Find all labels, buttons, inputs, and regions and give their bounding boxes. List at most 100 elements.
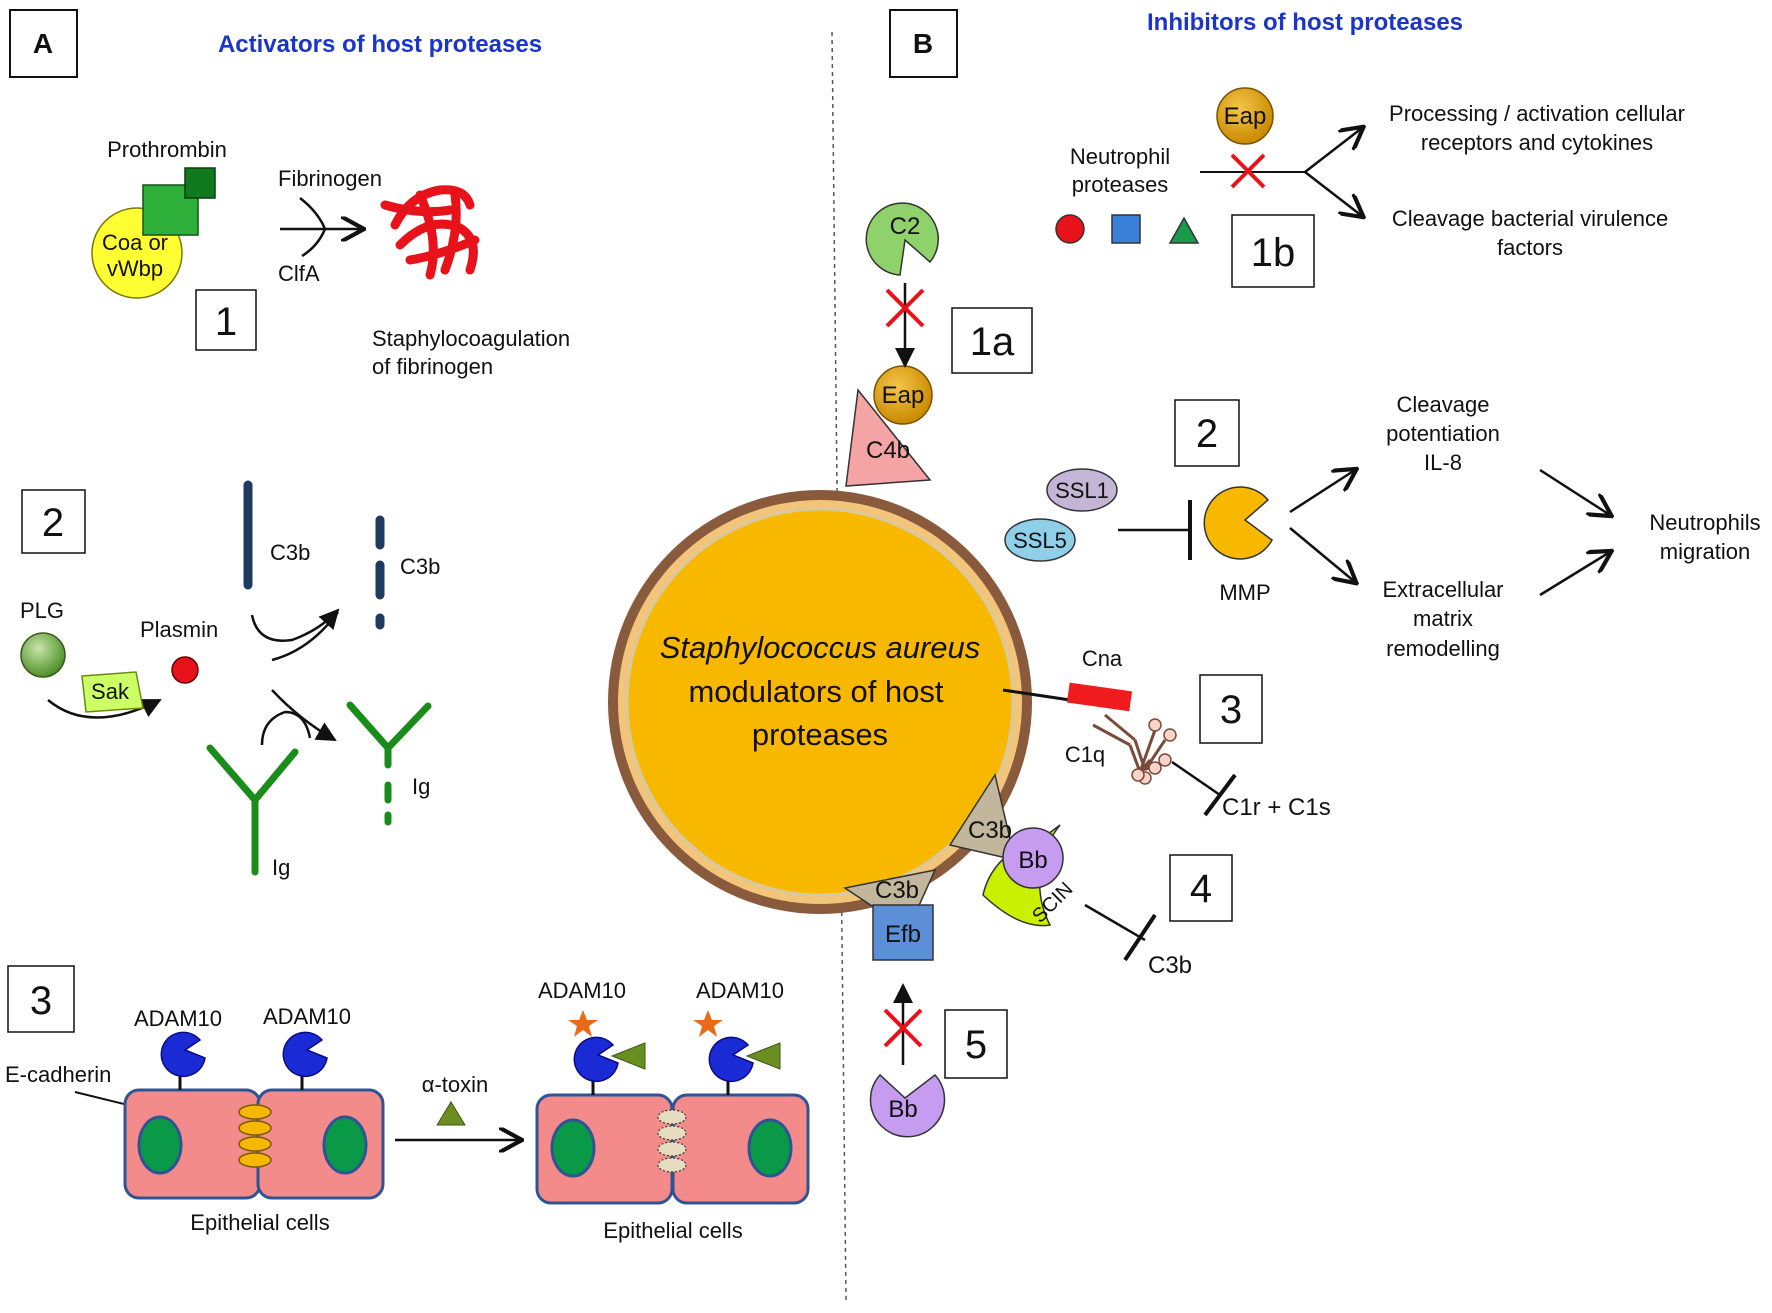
plg-activation-arrow xyxy=(47,698,162,719)
c3b-4-label: C3b xyxy=(968,817,1012,844)
b1a-eap-c2: C4b Eap C2 1a xyxy=(845,202,1033,487)
cna-label: Cna xyxy=(1082,646,1123,671)
bacterium-line2: modulators of host xyxy=(688,674,943,709)
b3-number-box xyxy=(1199,674,1263,744)
bacterium-body xyxy=(625,507,1015,897)
panel-b-letter: B xyxy=(913,28,933,59)
adam10-left-b xyxy=(282,1031,328,1090)
adam-left1-label: ADAM10 xyxy=(134,1006,222,1031)
panel-a-header: Activators of host proteases xyxy=(218,31,542,58)
protease-triangle xyxy=(1168,216,1200,244)
bb-4-circle xyxy=(1002,827,1064,889)
c1q-inhibit-line xyxy=(1171,760,1221,797)
mmp-arrow-up xyxy=(1289,470,1355,514)
b1a-number-box xyxy=(951,307,1033,374)
coa-label-line1: Coa or xyxy=(102,230,168,255)
nucleus-left-a xyxy=(137,1115,183,1175)
clfa-label: ClfA xyxy=(278,261,320,286)
panel-b-box xyxy=(889,9,958,78)
panel-a-box xyxy=(9,9,78,78)
b5-number-box xyxy=(944,1009,1008,1079)
b4-number-box xyxy=(1169,854,1233,922)
b1b-number: 1b xyxy=(1251,231,1296,275)
a2-number-box xyxy=(21,489,86,554)
c1q-molecule xyxy=(1092,713,1167,773)
cna-stalk xyxy=(1002,688,1071,702)
ecadherin-junction xyxy=(238,1104,272,1168)
panel-a: A Activators of host proteases Prothromb… xyxy=(5,9,810,1243)
ecm-line2: matrix xyxy=(1413,606,1473,631)
prothrombin-square-small xyxy=(184,167,216,199)
a1-number-box xyxy=(195,289,257,351)
coa-label-line2: vWbp xyxy=(107,256,163,281)
adam-right2-label: ADAM10 xyxy=(696,978,784,1003)
adam-right1-label: ADAM10 xyxy=(538,978,626,1003)
mmp-arrow-down xyxy=(1289,527,1355,582)
scin-inhibit-bar xyxy=(1123,913,1157,962)
b4-scin: C3b Bb SCIN 4 C3b xyxy=(948,773,1233,979)
ig-cleave-curve xyxy=(260,710,312,746)
ig-whole-label: Ig xyxy=(272,855,290,880)
efb-square xyxy=(872,904,934,961)
neutrophils-line2: migration xyxy=(1660,539,1750,564)
branch-down xyxy=(1304,171,1362,216)
b3-number: 3 xyxy=(1220,688,1242,732)
panel-b: B Inhibitors of host proteases Staphyloc… xyxy=(608,9,1761,1138)
fibrin-mesh xyxy=(380,185,480,280)
to-migration-arrow-top xyxy=(1539,468,1610,515)
a1-number: 1 xyxy=(215,300,237,344)
adam10-right-b xyxy=(693,1010,781,1095)
adam10-right-a xyxy=(568,1010,646,1095)
ssl1-ellipse xyxy=(1046,468,1118,512)
eap-block-cross xyxy=(1230,153,1266,189)
a3-number-box xyxy=(7,965,75,1033)
cleavage-line2: potentiation xyxy=(1386,421,1500,446)
cleavage-line1: Cleavage xyxy=(1397,392,1490,417)
coag-result-line1: Staphylocoagulation xyxy=(372,326,570,351)
outcome1-line1: Processing / activation cellular xyxy=(1389,101,1685,126)
neutrophils-line1: Neutrophils xyxy=(1649,510,1760,535)
c3b-4-target: C3b xyxy=(1148,952,1192,979)
bacterium: Staphylococcus aureus modulators of host… xyxy=(608,490,1032,914)
cna-bar xyxy=(1066,682,1133,712)
sak-shape xyxy=(81,671,144,713)
c3b-whole-label: C3b xyxy=(270,540,310,565)
a2-plasmin: 2 C3b C3b PLG Plasmin Sak xyxy=(20,480,440,880)
ecadherin-cleaved xyxy=(657,1109,687,1173)
a3-number: 3 xyxy=(30,979,52,1023)
b1b-neutrophil: Eap Neutrophil proteases 1b Processing /… xyxy=(1055,87,1685,288)
c3b-cleaved-label: C3b xyxy=(400,554,440,579)
ig-cleaved-label: Ig xyxy=(412,774,430,799)
c2-label: C2 xyxy=(890,213,921,240)
prothrombin-label: Prothrombin xyxy=(107,137,227,162)
b1b-number-box xyxy=(1231,214,1315,288)
c3b-4-triangle xyxy=(948,773,1017,862)
outcome1-line2: receptors and cytokines xyxy=(1421,130,1653,155)
c1r-c1s-label: C1r + C1s xyxy=(1222,794,1331,821)
plasmin-label: Plasmin xyxy=(140,617,218,642)
c4b-triangle xyxy=(845,388,932,487)
mmp-label: MMP xyxy=(1219,580,1270,605)
outcome2-line1: Cleavage bacterial virulence xyxy=(1392,206,1668,231)
ecm-line1: Extracellular xyxy=(1382,577,1503,602)
coag-curve-bottom xyxy=(301,228,327,258)
c3b-arrow-stem xyxy=(271,611,340,662)
neutrophil-label-2: proteases xyxy=(1072,172,1169,197)
coag-result-line2: of fibrinogen xyxy=(372,354,493,379)
plg-label: PLG xyxy=(20,598,64,623)
bb-5-label: Bb xyxy=(888,1096,917,1123)
cleavage-line3: IL-8 xyxy=(1424,450,1462,475)
bb-5-pacman xyxy=(869,1073,946,1138)
c4b-label: C4b xyxy=(866,437,910,464)
adam10-left-a xyxy=(160,1031,206,1090)
cells-right-label: Epithelial cells xyxy=(603,1218,742,1243)
b5-number: 5 xyxy=(965,1023,987,1067)
protease-square xyxy=(1111,214,1141,244)
mmp-pacman xyxy=(1203,486,1273,560)
panel-a-letter: A xyxy=(33,28,53,59)
neutrophil-label-1: Neutrophil xyxy=(1070,144,1170,169)
cells-left-label: Epithelial cells xyxy=(190,1210,329,1235)
sak-label: Sak xyxy=(91,679,130,704)
adam-left2-label: ADAM10 xyxy=(263,1004,351,1029)
